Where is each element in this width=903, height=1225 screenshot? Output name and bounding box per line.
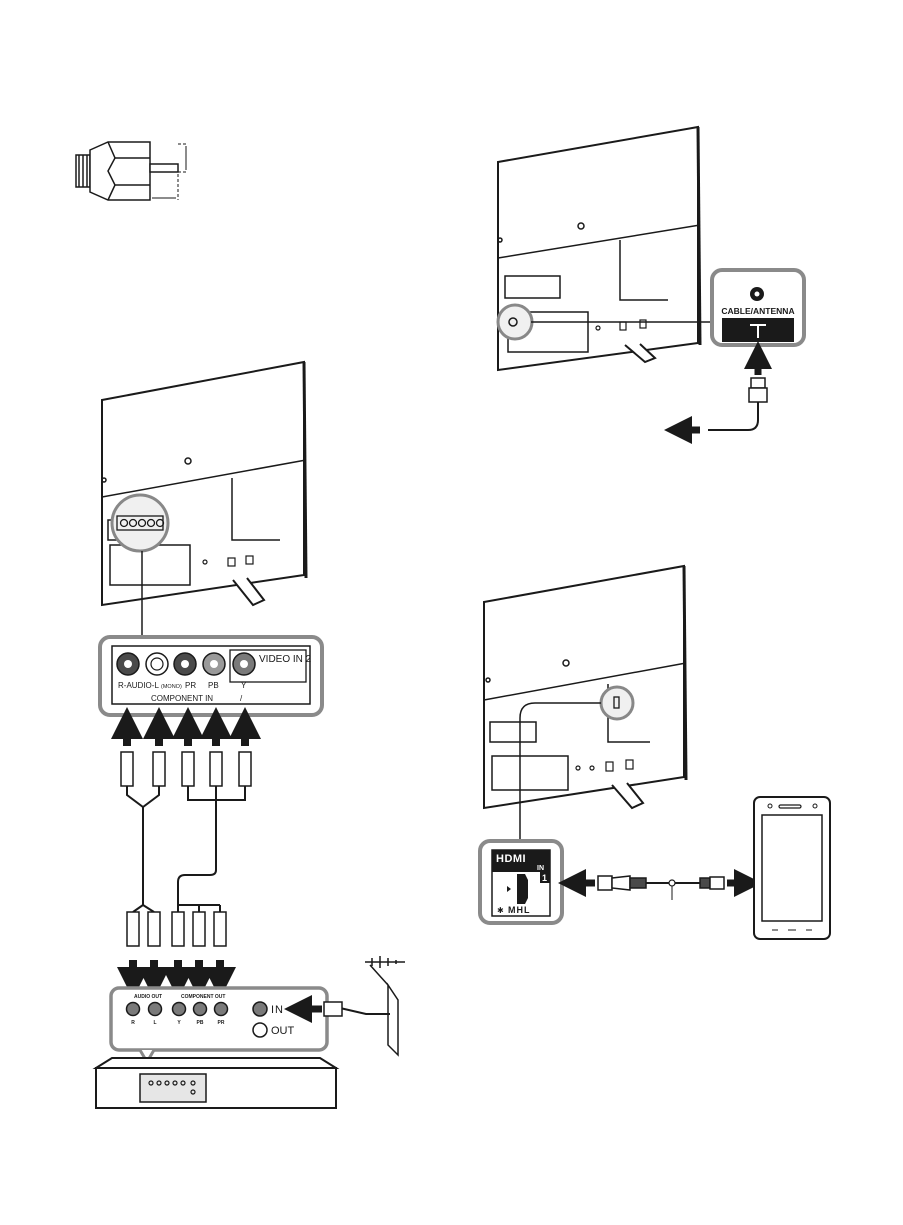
mhl-label: MHL xyxy=(508,905,531,915)
mono-label: (MONO) xyxy=(161,684,182,690)
component-panel: VIDEO IN 2 R-AUDIO-L (MONO) PR PB Y COMP… xyxy=(100,637,322,715)
component-cables xyxy=(121,723,251,983)
hdmi-panel: HDMI IN 1 MHL ✱ xyxy=(480,841,562,923)
audio-label: R-AUDIO-L xyxy=(118,681,159,690)
cable-antenna-port-highlight xyxy=(498,305,532,339)
antenna xyxy=(365,956,405,1055)
hdmi-port-number: 1 xyxy=(542,873,547,883)
pr-label: PR xyxy=(185,681,196,690)
component-in-label: COMPONENT IN xyxy=(151,694,213,703)
hdmi-in-label: IN xyxy=(537,865,544,872)
source-device xyxy=(96,1058,336,1108)
tv-rear-left xyxy=(102,362,306,605)
video-in-2-label: VIDEO IN 2 xyxy=(259,654,312,665)
mhl-cable xyxy=(572,876,748,900)
source-jack-label: PB xyxy=(197,1020,204,1026)
hdmi-label: HDMI xyxy=(496,853,526,865)
source-jack-label: R xyxy=(131,1020,135,1026)
component-out-label: COMPONENT OUT xyxy=(181,994,225,1000)
f-type-connector-icon xyxy=(76,142,188,200)
source-jack-label: PR xyxy=(218,1020,225,1026)
tv-rear-right xyxy=(484,566,686,808)
in-label: IN xyxy=(271,1004,284,1016)
svg-text:✱: ✱ xyxy=(497,906,504,915)
cable-antenna-label: CABLE/ANTENNA xyxy=(721,306,794,316)
audio-out-label: AUDIO OUT xyxy=(134,994,162,1000)
hdmi-port-highlight xyxy=(601,687,633,719)
coax-cable-top-right xyxy=(678,355,767,430)
pb-label: PB xyxy=(208,681,219,690)
smartphone-icon xyxy=(754,797,830,939)
out-label: OUT xyxy=(271,1025,295,1037)
y-label: Y xyxy=(241,681,247,690)
cable-antenna-panel: CABLE/ANTENNA xyxy=(712,270,804,345)
source-jack-label: L xyxy=(153,1020,156,1026)
